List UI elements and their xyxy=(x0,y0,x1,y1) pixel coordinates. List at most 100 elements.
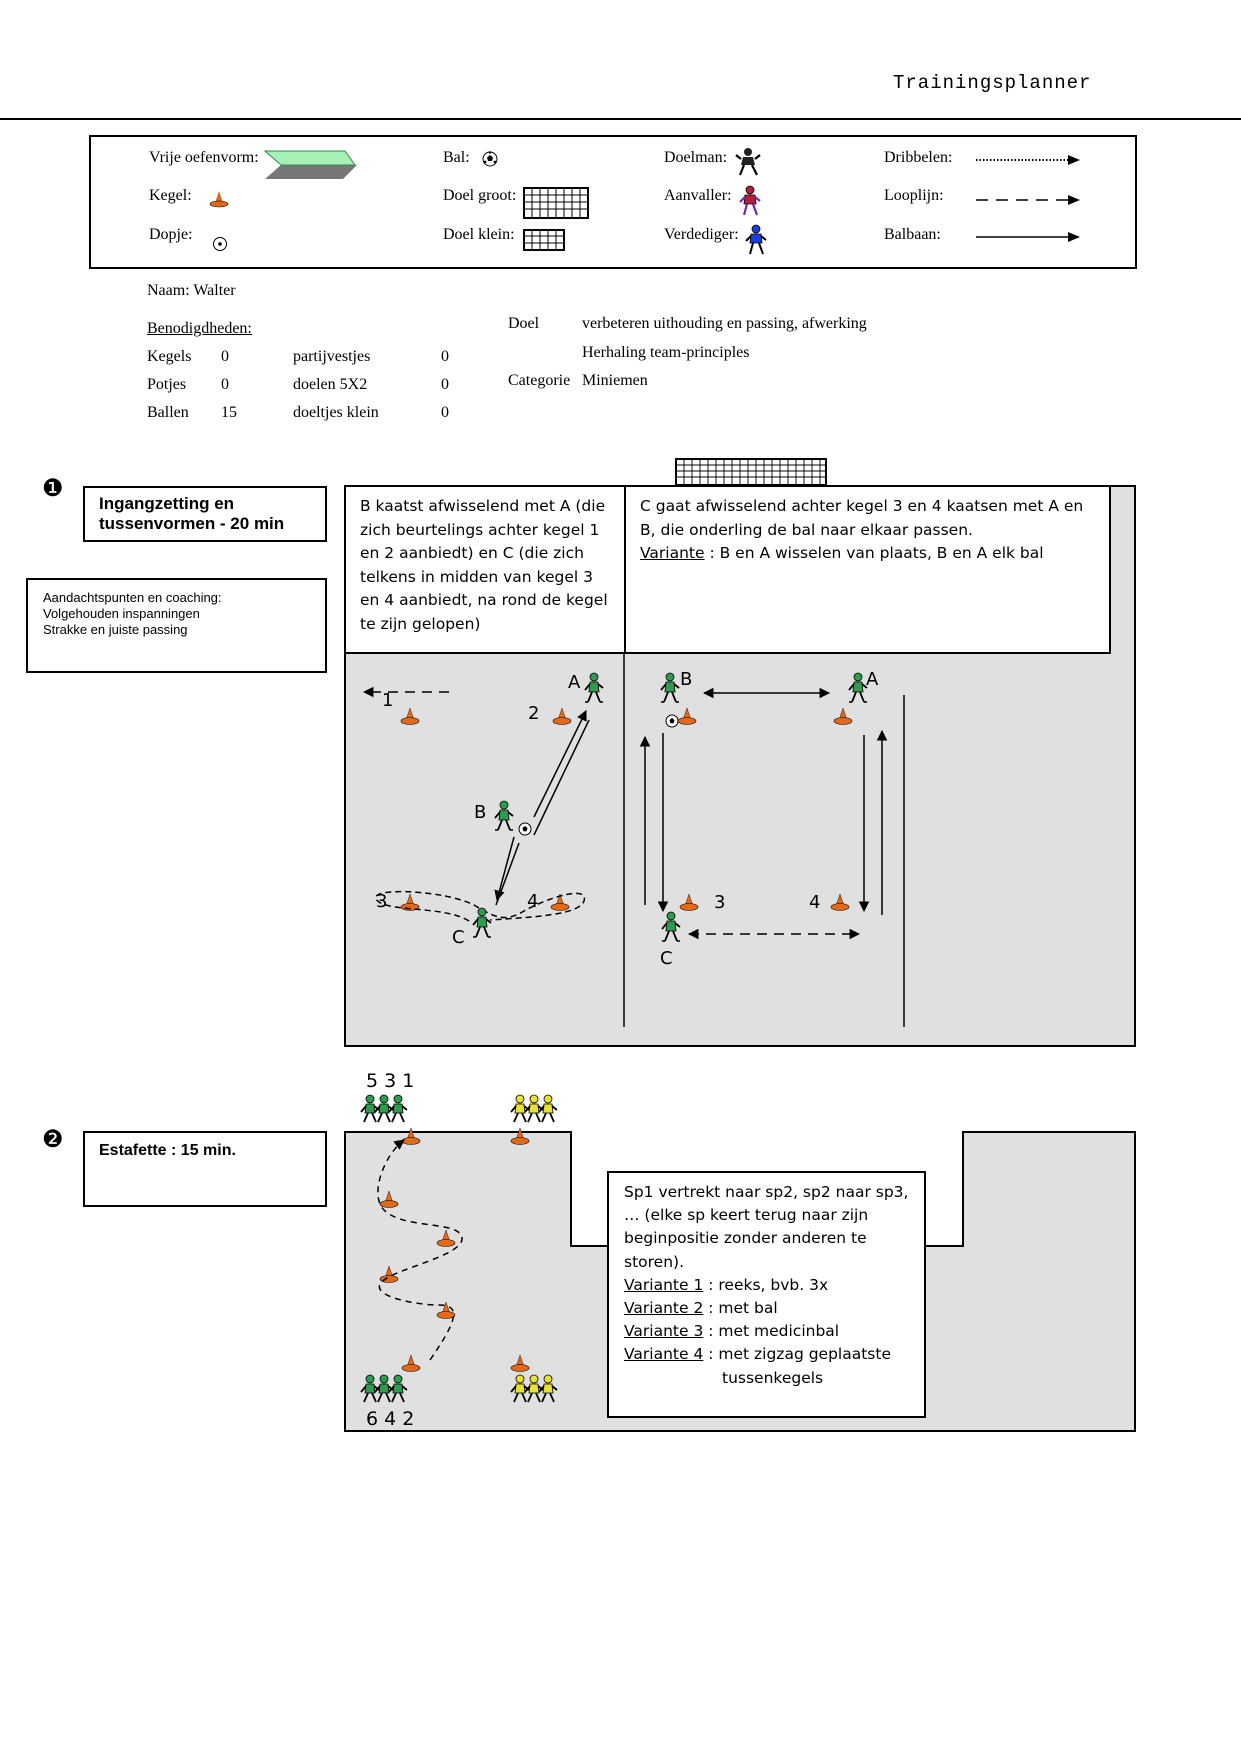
variant-label: Variante 2 xyxy=(624,1299,704,1318)
variant-continuation: tussenkegels xyxy=(722,1368,824,1387)
dribble-path xyxy=(377,1139,463,1361)
variant-line: Variante 2 : met bal xyxy=(624,1297,909,1320)
legend-bal-label: Bal: xyxy=(443,149,470,166)
material-row: Potjes 0 doelen 5X2 0 xyxy=(147,376,477,396)
category-value: Miniemen xyxy=(582,372,648,389)
defender-icon xyxy=(745,224,767,255)
material-qty: 15 xyxy=(221,404,237,421)
legend-kegel-label: Kegel: xyxy=(149,187,192,204)
legend-looplijn-label: Looplijn: xyxy=(884,187,944,204)
player-a xyxy=(584,672,604,703)
player-yellow xyxy=(524,1374,544,1403)
player-c xyxy=(472,907,492,938)
variant-line: Variante 1 : reeks, bvb. 3x xyxy=(624,1274,909,1297)
cone xyxy=(401,1354,421,1372)
legend-vrije-oefenvorm-label: Vrije oefenvorm: xyxy=(149,149,259,166)
pass-line xyxy=(533,719,590,836)
player-label-c: C xyxy=(452,927,465,948)
variant-label: Variante 3 xyxy=(624,1322,704,1341)
materials-title: Benodigdheden: xyxy=(147,320,252,337)
cone-b xyxy=(677,707,697,725)
category-label: Categorie xyxy=(508,372,571,389)
cone xyxy=(510,1127,530,1145)
section-1-title: Ingangzetting en tussenvormen - 20 min xyxy=(99,494,285,533)
material-qty: 0 xyxy=(221,348,229,365)
exercise-1-left-text: B kaatst afwisselend met A (die zich beu… xyxy=(360,497,608,633)
player-c-right xyxy=(661,911,681,942)
description-line: storen). xyxy=(624,1252,685,1271)
attacker-icon xyxy=(739,185,761,216)
goalkeeper-icon xyxy=(735,148,761,176)
section-2-number: ❷ xyxy=(42,1126,64,1153)
description-line: Sp1 vertrekt naar sp2, sp2 naar sp3, xyxy=(624,1183,909,1201)
variant-label: Variante xyxy=(640,544,705,562)
cone-label-4-right: 4 xyxy=(809,892,820,913)
player-green xyxy=(360,1374,380,1403)
player-a-right xyxy=(848,672,868,703)
goal-label: Doel xyxy=(508,315,540,332)
pass-line xyxy=(495,842,520,906)
left-drill: 1 2 A B 3 4 C xyxy=(362,672,604,948)
legend-dopje-label: Dopje: xyxy=(149,226,193,243)
relay-diagram xyxy=(360,1094,558,1403)
player-yellow xyxy=(510,1374,530,1403)
goal-line-1: verbeteren uithouding en passing, afwerk… xyxy=(582,315,867,332)
section-2-title-box: Estafette : 15 min. xyxy=(83,1131,327,1207)
coaching-line: Volgehouden inspanningen xyxy=(43,606,200,621)
ball-icon xyxy=(482,151,498,167)
cone xyxy=(401,1127,421,1145)
variant-label: Variante 4 xyxy=(624,1345,704,1364)
cone-label-3-right: 3 xyxy=(714,892,725,913)
player-green xyxy=(360,1094,380,1123)
player-label-a: A xyxy=(568,672,581,693)
material-name: Potjes xyxy=(147,376,187,393)
ball-right xyxy=(665,714,679,728)
material-name-2: partijvestjes xyxy=(293,348,371,365)
section-1-title-box: Ingangzetting en tussenvormen - 20 min xyxy=(83,486,327,542)
exercise-1-right-text: C gaat afwisselend achter kegel 3 en 4 k… xyxy=(640,497,1084,539)
exercise-1-diagram: 1 2 A B 3 4 C B A xyxy=(362,654,905,1027)
start-numbers-top: 5 3 1 xyxy=(366,1070,415,1092)
cone-2 xyxy=(552,707,572,725)
legend-doel-klein-label: Doel klein: xyxy=(443,226,515,243)
material-name-2: doelen 5X2 xyxy=(293,376,368,393)
cone xyxy=(436,1229,456,1247)
player-b-right xyxy=(660,672,680,703)
coaching-box: Aandachtspunten en coaching: Volgehouden… xyxy=(26,578,327,673)
material-qty-2: 0 xyxy=(441,348,449,365)
legend-doel-groot-label: Doel groot: xyxy=(443,187,517,204)
variant-text: : met zigzag geplaatste xyxy=(703,1345,891,1364)
legend-doelman-label: Doelman: xyxy=(664,149,728,166)
material-qty-2: 0 xyxy=(441,376,449,393)
material-name-2: doeltjes klein xyxy=(293,404,379,421)
cone-4-right xyxy=(830,893,850,911)
page-title: Trainingsplanner xyxy=(893,72,1092,94)
material-qty-2: 0 xyxy=(441,404,449,421)
variant-line: Variante 3 : met medicinbal xyxy=(624,1320,909,1343)
cone xyxy=(379,1190,399,1208)
variant-text: : B en A wisselen van plaats, B en A elk… xyxy=(704,544,1044,562)
cone-3-right xyxy=(679,893,699,911)
player-label-b-right: B xyxy=(680,669,692,690)
cone-icon xyxy=(209,191,229,208)
description-line: … (elke sp keert terug naar zijn xyxy=(624,1206,869,1225)
large-goal-icon xyxy=(523,187,589,219)
description-line: beginpositie zonder anderen te xyxy=(624,1229,867,1248)
marker-cap-icon xyxy=(213,237,227,251)
variant-text: : met bal xyxy=(703,1299,778,1318)
goal-line-2: Herhaling team-principles xyxy=(582,344,750,361)
small-goal-icon xyxy=(523,229,565,251)
cone-label-3: 3 xyxy=(376,891,387,912)
ball-path-icon xyxy=(976,232,1080,242)
pass-line xyxy=(494,836,515,902)
material-row: Kegels 0 partijvestjes 0 xyxy=(147,348,477,368)
coaching-line: Strakke en juiste passing xyxy=(43,622,188,637)
player-yellow xyxy=(538,1094,558,1123)
cone-label-4: 4 xyxy=(527,891,538,912)
legend-verdediger-label: Verdediger: xyxy=(664,226,739,243)
section-2-title: Estafette : 15 min. xyxy=(99,1142,236,1159)
exercise-2-description: Sp1 vertrekt naar sp2, sp2 naar sp3, … (… xyxy=(607,1171,926,1418)
legend-balbaan-label: Balbaan: xyxy=(884,226,941,243)
material-name: Kegels xyxy=(147,348,192,365)
exercise-1-left-description: B kaatst afwisselend met A (die zich beu… xyxy=(344,485,626,654)
